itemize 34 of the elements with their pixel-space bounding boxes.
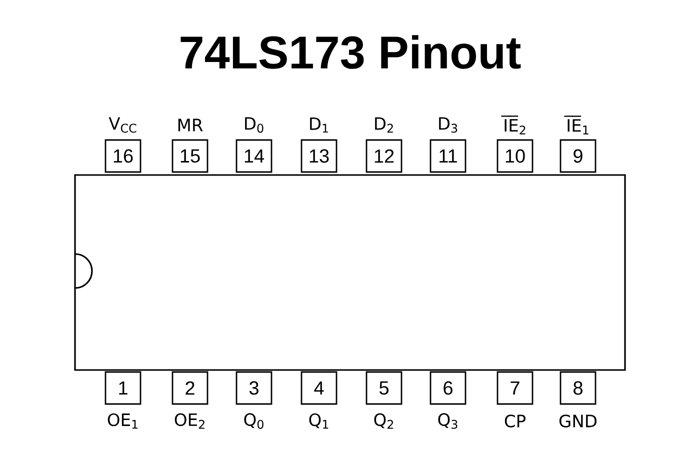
pin-label: D$_{1}$ <box>310 117 328 133</box>
pin-box: 14 <box>236 139 272 173</box>
pin-label: I̅E̅$_{1}$ <box>564 116 588 134</box>
pin-box: 16 <box>104 139 142 173</box>
pin-label: OE$_{1}$ <box>108 413 138 429</box>
pin-box: 1 <box>104 371 142 405</box>
pin-label: D$_{0}$ <box>245 117 264 133</box>
pin-box: 15 <box>172 139 208 173</box>
pin-box: 4 <box>300 371 338 405</box>
pin-box: 5 <box>366 371 402 405</box>
pin-box: 7 <box>496 371 534 405</box>
title: 74LS173 Pinout <box>180 35 521 69</box>
pin-label: Q$_{1}$ <box>309 413 328 429</box>
pin-label: Q$_{0}$ <box>244 413 264 429</box>
pin-label: I̅E̅$_{2}$ <box>501 116 526 134</box>
pin-box: 9 <box>560 139 596 173</box>
pin-box: 2 <box>172 371 208 405</box>
pin-label: GND <box>559 414 596 428</box>
pin-box: 3 <box>236 371 272 405</box>
pin-box: 10 <box>496 139 534 173</box>
pin-box: 6 <box>430 371 466 405</box>
pin-label: Q$_{3}$ <box>438 413 458 429</box>
pin-label: OE$_{2}$ <box>174 413 204 429</box>
pin-label: D$_{3}$ <box>439 117 458 133</box>
pin-label: Q$_{2}$ <box>374 413 394 429</box>
pin-label: CP <box>504 414 526 428</box>
pin-box: 12 <box>366 139 402 173</box>
pin-label: MR <box>178 118 203 132</box>
pin-box: 13 <box>300 139 338 173</box>
chip-body <box>74 174 626 371</box>
pin-label: D$_{2}$ <box>375 117 393 133</box>
pin-label: V$_{CC}$ <box>108 117 136 133</box>
pin-box: 8 <box>560 371 596 405</box>
pin-box: 11 <box>430 139 466 173</box>
